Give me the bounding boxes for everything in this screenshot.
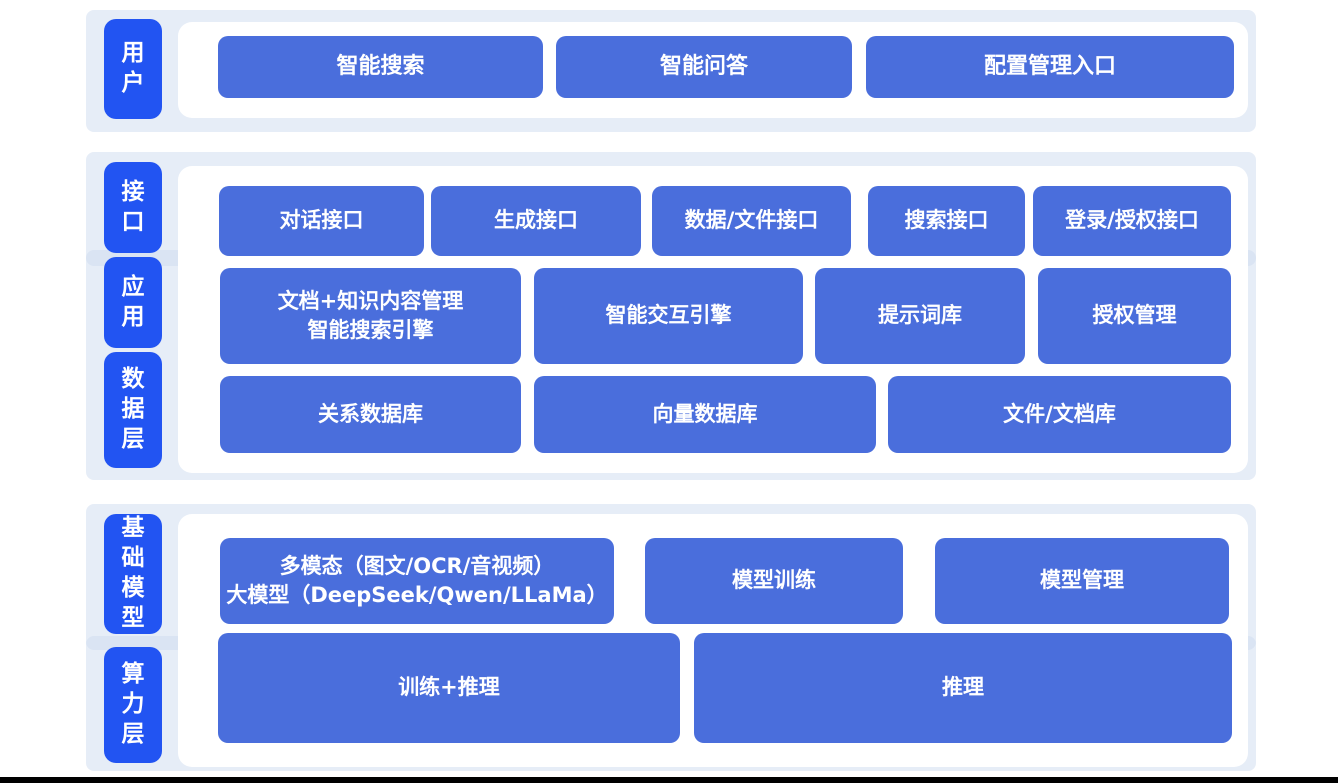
box-vector-db: 向量数据库: [534, 376, 876, 453]
layer-label-base-model: 基础模型: [104, 514, 162, 634]
box-data-file-api: 数据/文件接口: [652, 186, 851, 256]
box-dialog-api: 对话接口: [219, 186, 424, 256]
box-search-api: 搜索接口: [868, 186, 1025, 256]
box-doc-knowledge-search-engine: 文档+知识内容管理 智能搜索引擎: [220, 268, 521, 364]
box-interaction-engine: 智能交互引擎: [534, 268, 803, 364]
box-training-inference: 训练+推理: [218, 633, 680, 743]
layer-label-user: 用户: [104, 19, 162, 119]
layer-label-compute-text: 算力层: [121, 661, 145, 747]
box-file-doc-db: 文件/文档库: [888, 376, 1231, 453]
layer-label-data: 数据层: [104, 352, 162, 468]
box-auth-management: 授权管理: [1038, 268, 1231, 364]
layer-label-application: 应用: [104, 257, 162, 348]
box-model-management: 模型管理: [935, 538, 1229, 624]
box-smart-qa: 智能问答: [556, 36, 852, 98]
layer-label-user-text: 用户: [121, 40, 145, 96]
box-inference: 推理: [694, 633, 1232, 743]
box-model-training: 模型训练: [645, 538, 903, 624]
box-generate-api: 生成接口: [431, 186, 641, 256]
box-prompt-library: 提示词库: [815, 268, 1025, 364]
box-multimodal-llm: 多模态（图文/OCR/音视频） 大模型（DeepSeek/Qwen/LLaMa）: [220, 538, 614, 624]
box-config-entry: 配置管理入口: [866, 36, 1234, 98]
layer-label-data-text: 数据层: [121, 366, 145, 452]
layer-label-interface-text: 接口: [121, 178, 145, 235]
bottom-divider: [0, 777, 1338, 783]
layer-label-interface: 接口: [104, 162, 162, 253]
layer-label-compute: 算力层: [104, 647, 162, 763]
box-login-auth-api: 登录/授权接口: [1033, 186, 1231, 256]
box-relational-db: 关系数据库: [220, 376, 521, 453]
box-smart-search: 智能搜索: [218, 36, 543, 98]
layer-label-base-model-text: 基础模型: [121, 515, 145, 631]
layer-label-application-text: 应用: [121, 273, 145, 330]
